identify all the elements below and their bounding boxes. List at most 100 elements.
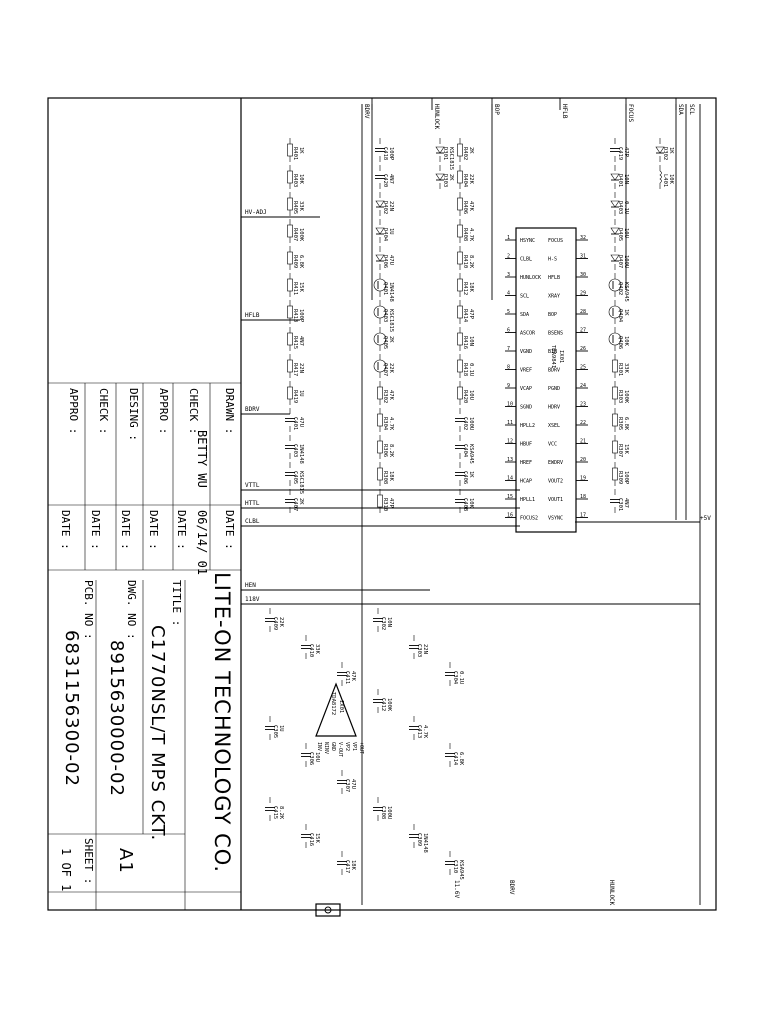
component-ref: R408 [462, 228, 468, 241]
net-label-hv-adj: HV-ADJ [245, 209, 267, 216]
ic-pin-number: 19 [580, 476, 586, 482]
component-value: 1N4148 [298, 444, 304, 464]
component-value: 2K [298, 498, 304, 505]
component-ref: C417 [344, 860, 350, 873]
ic-pin-number: 10 [507, 402, 513, 408]
component-ref: R420 [462, 390, 468, 403]
ic-pin-number: 11 [507, 420, 513, 426]
ic-pin-number: 18 [580, 494, 586, 500]
ic-pin-name: HFLB [548, 275, 560, 281]
component-value: 10K [623, 336, 629, 347]
component-ref: C416 [308, 833, 314, 846]
component-value: 10N [623, 174, 629, 184]
component-value: 2K [388, 336, 394, 343]
component-ref: C401 [292, 417, 298, 430]
title-block [48, 382, 241, 910]
component-value: 1K [298, 147, 304, 154]
net-label-vttl: VTTL [245, 482, 260, 489]
appro-label-2: APPRO : [67, 388, 80, 434]
component-ref: R413 [292, 309, 298, 322]
component-ref: R304 [382, 417, 388, 431]
net-label-118v: 118V [245, 596, 260, 603]
ic-pin-number: 6 [507, 328, 510, 334]
component-ref: D405 [617, 228, 623, 241]
wires-layer [269, 138, 661, 875]
ic-pin-number: 21 [580, 439, 586, 445]
component-ref: R411 [292, 282, 298, 295]
ic-pin-number: 25 [580, 365, 586, 371]
component-ref: R401 [292, 147, 298, 160]
component-ref: D404 [382, 228, 388, 242]
ic-pin-number: 14 [507, 476, 513, 482]
component-ref: C302 [380, 617, 386, 630]
component-value: 15K [623, 444, 629, 455]
component-ref: R412 [462, 282, 468, 295]
component-value: 8.2K [388, 444, 394, 458]
net-label-focus-top: FOCUS [627, 104, 634, 122]
ic-pin-number: 3 [507, 272, 510, 278]
ic-pin-number: 26 [580, 346, 586, 352]
component-ref: R418 [462, 363, 468, 376]
check-label-2: CHECK : [97, 388, 110, 434]
component-value: 47U [388, 255, 394, 265]
component-ref: R419 [292, 390, 298, 403]
ic-pin-name: XSEL [548, 423, 560, 429]
amp-pin-label: INV [316, 742, 322, 751]
title-label: TITLE : [170, 580, 183, 626]
component-value: 100P [388, 147, 394, 161]
component-ref: C418 [382, 147, 388, 160]
component-value: 2K [468, 147, 474, 154]
component-ref: C419 [617, 147, 623, 160]
ic-pin-name: VREF [520, 368, 532, 374]
date-label-4: DATE : [119, 510, 132, 550]
component-value: 100K [386, 698, 392, 712]
component-value: 47K [350, 671, 356, 682]
component-value: 22K [278, 617, 284, 628]
net-label-116v-bottom: 11.6V [453, 880, 460, 898]
ic-pin-name: FOCUS2 [520, 516, 538, 522]
component-ref: Q401 [382, 282, 388, 295]
ic-pin-name: HBUF [520, 442, 532, 448]
ic-pin-name: FOCUS [548, 238, 563, 244]
component-ref: C414 [452, 752, 458, 766]
component-value: 8.2K [278, 806, 284, 820]
component-value: 4.7K [388, 417, 394, 431]
component-ref: R415 [292, 336, 298, 349]
component-value: 0.1U [623, 201, 629, 214]
net-label-httl: HTTL [245, 500, 260, 507]
sheet-label: SHEET : [82, 838, 95, 884]
component-ref: C404 [462, 444, 468, 458]
component-value: 22N [298, 363, 304, 373]
ic-pin-number: 28 [580, 309, 586, 315]
net-label-clbl: CLBL [245, 518, 260, 525]
ic-pin-number: 17 [580, 513, 586, 519]
component-value: 47U [298, 417, 304, 427]
net-label-bop-top: BOP [493, 104, 500, 115]
component-value: 1U [278, 725, 284, 732]
ic-pin-name: PGND [548, 386, 560, 392]
ic-pin-name: HREF [520, 460, 532, 466]
component-ref: C308 [380, 806, 386, 819]
component-ref: R405 [292, 201, 298, 214]
component-value: 1N4148 [388, 282, 394, 302]
component-ref: L401 [662, 174, 668, 187]
ic-pin-name: HCAP [520, 479, 532, 485]
ic-pin-name: ASCOR [520, 331, 536, 337]
component-ref: C408 [462, 498, 468, 511]
component-ref: D401 [617, 174, 623, 187]
component-ref: Q402 [617, 282, 623, 295]
component-value: 100P [623, 471, 629, 485]
component-value: 1U [298, 390, 304, 397]
ic-pin-name: VOUT2 [548, 479, 563, 485]
